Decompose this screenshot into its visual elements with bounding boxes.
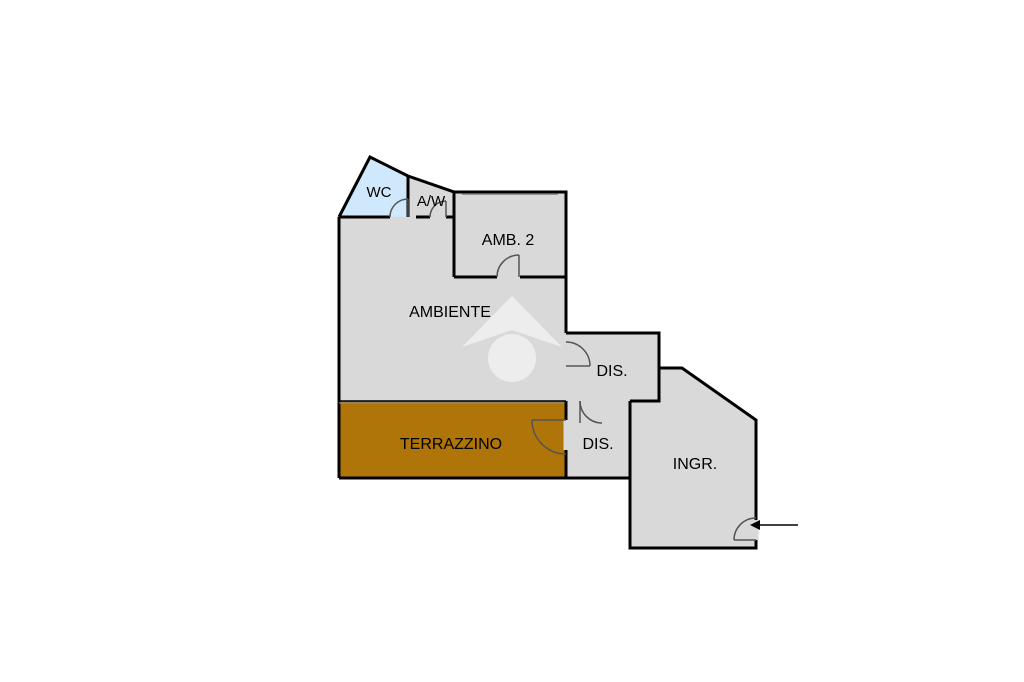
terrazzino-room: [339, 401, 566, 478]
aw-door: [429, 200, 447, 218]
amb2-door: [496, 254, 520, 278]
room-labels: WC A/W AMB. 2 AMBIENTE DIS. DIS. TERRAZZ…: [367, 184, 718, 473]
wc-label: WC: [367, 184, 392, 201]
amb2-room: [454, 192, 566, 277]
aw-room: [408, 176, 454, 217]
dis-lower-label: DIS.: [582, 436, 613, 453]
ingr-wall: [628, 366, 758, 550]
dis-ambiente-door: [565, 341, 591, 367]
terrazzino-label: TERRAZZINO: [400, 436, 502, 453]
dis-upper-label: DIS.: [596, 363, 627, 380]
ingr-label: INGR.: [673, 456, 717, 473]
entrance-arrow-icon: [750, 520, 798, 530]
amb2-label: AMB. 2: [482, 232, 535, 249]
wc-door: [389, 198, 409, 218]
wc-wall: [337, 154, 409, 218]
dis-upper-room: [566, 333, 659, 401]
wc-room: [339, 157, 408, 217]
doors: [389, 198, 757, 541]
dis-lower-room: [566, 401, 630, 478]
openings: [563, 342, 759, 540]
entrance-door: [733, 517, 757, 541]
terrace-door: [531, 419, 567, 455]
walls: [337, 154, 758, 550]
logo-watermark-icon: [462, 296, 562, 382]
aw-label: A/W: [417, 193, 446, 210]
ambiente-label: AMBIENTE: [409, 304, 491, 321]
ingr-room: [630, 368, 756, 548]
room-fills: [339, 157, 756, 548]
amb2-wall: [454, 190, 568, 333]
